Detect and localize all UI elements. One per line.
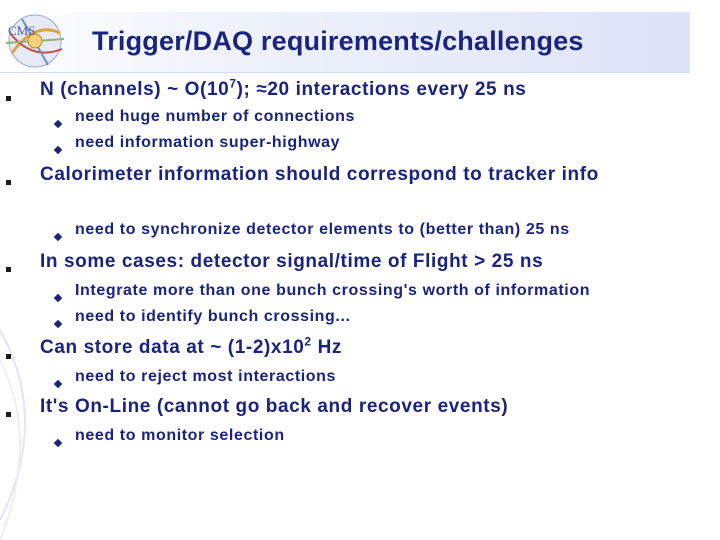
slide-title: Trigger/DAQ requirements/challenges — [92, 26, 584, 56]
sub-bullet-integrate: Integrate more than one bunch crossing's… — [75, 282, 591, 299]
sub-bullet-connections: need huge number of connections — [75, 108, 355, 125]
bullet-online: It's On-Line (cannot go back and recover… — [40, 396, 509, 417]
sub-bullet-diamond — [53, 119, 63, 129]
bullet-channels: N (channels) ~ O(107); ≈20 interactions … — [40, 76, 527, 100]
cms-logo: CMS — [5, 14, 65, 68]
sub-bullet-diamond — [53, 145, 63, 155]
bullet-square — [6, 96, 11, 101]
sub-bullet-highway: need information super-highway — [75, 134, 341, 151]
bullet-square — [6, 412, 11, 417]
sub-bullet-monitor: need to monitor selection — [75, 427, 285, 444]
bullet-square — [6, 180, 11, 185]
sub-bullet-reject: need to reject most interactions — [75, 368, 337, 385]
sub-bullet-synchronize: need to synchronize detector elements to… — [75, 221, 570, 238]
sub-bullet-diamond — [53, 232, 63, 242]
svg-text:CMS: CMS — [8, 23, 35, 38]
bullet-square — [6, 267, 11, 272]
bullet-calorimeter: Calorimeter information should correspon… — [40, 164, 599, 185]
bullet-store-data: Can store data at ~ (1-2)x102 Hz — [40, 334, 343, 358]
sub-bullet-identify: need to identify bunch crossing... — [75, 308, 351, 325]
bullet-time-of-flight: In some cases: detector signal/time of F… — [40, 251, 544, 272]
bullet-square — [6, 354, 11, 359]
title-bar — [0, 12, 690, 73]
decorative-arcs — [0, 329, 26, 540]
